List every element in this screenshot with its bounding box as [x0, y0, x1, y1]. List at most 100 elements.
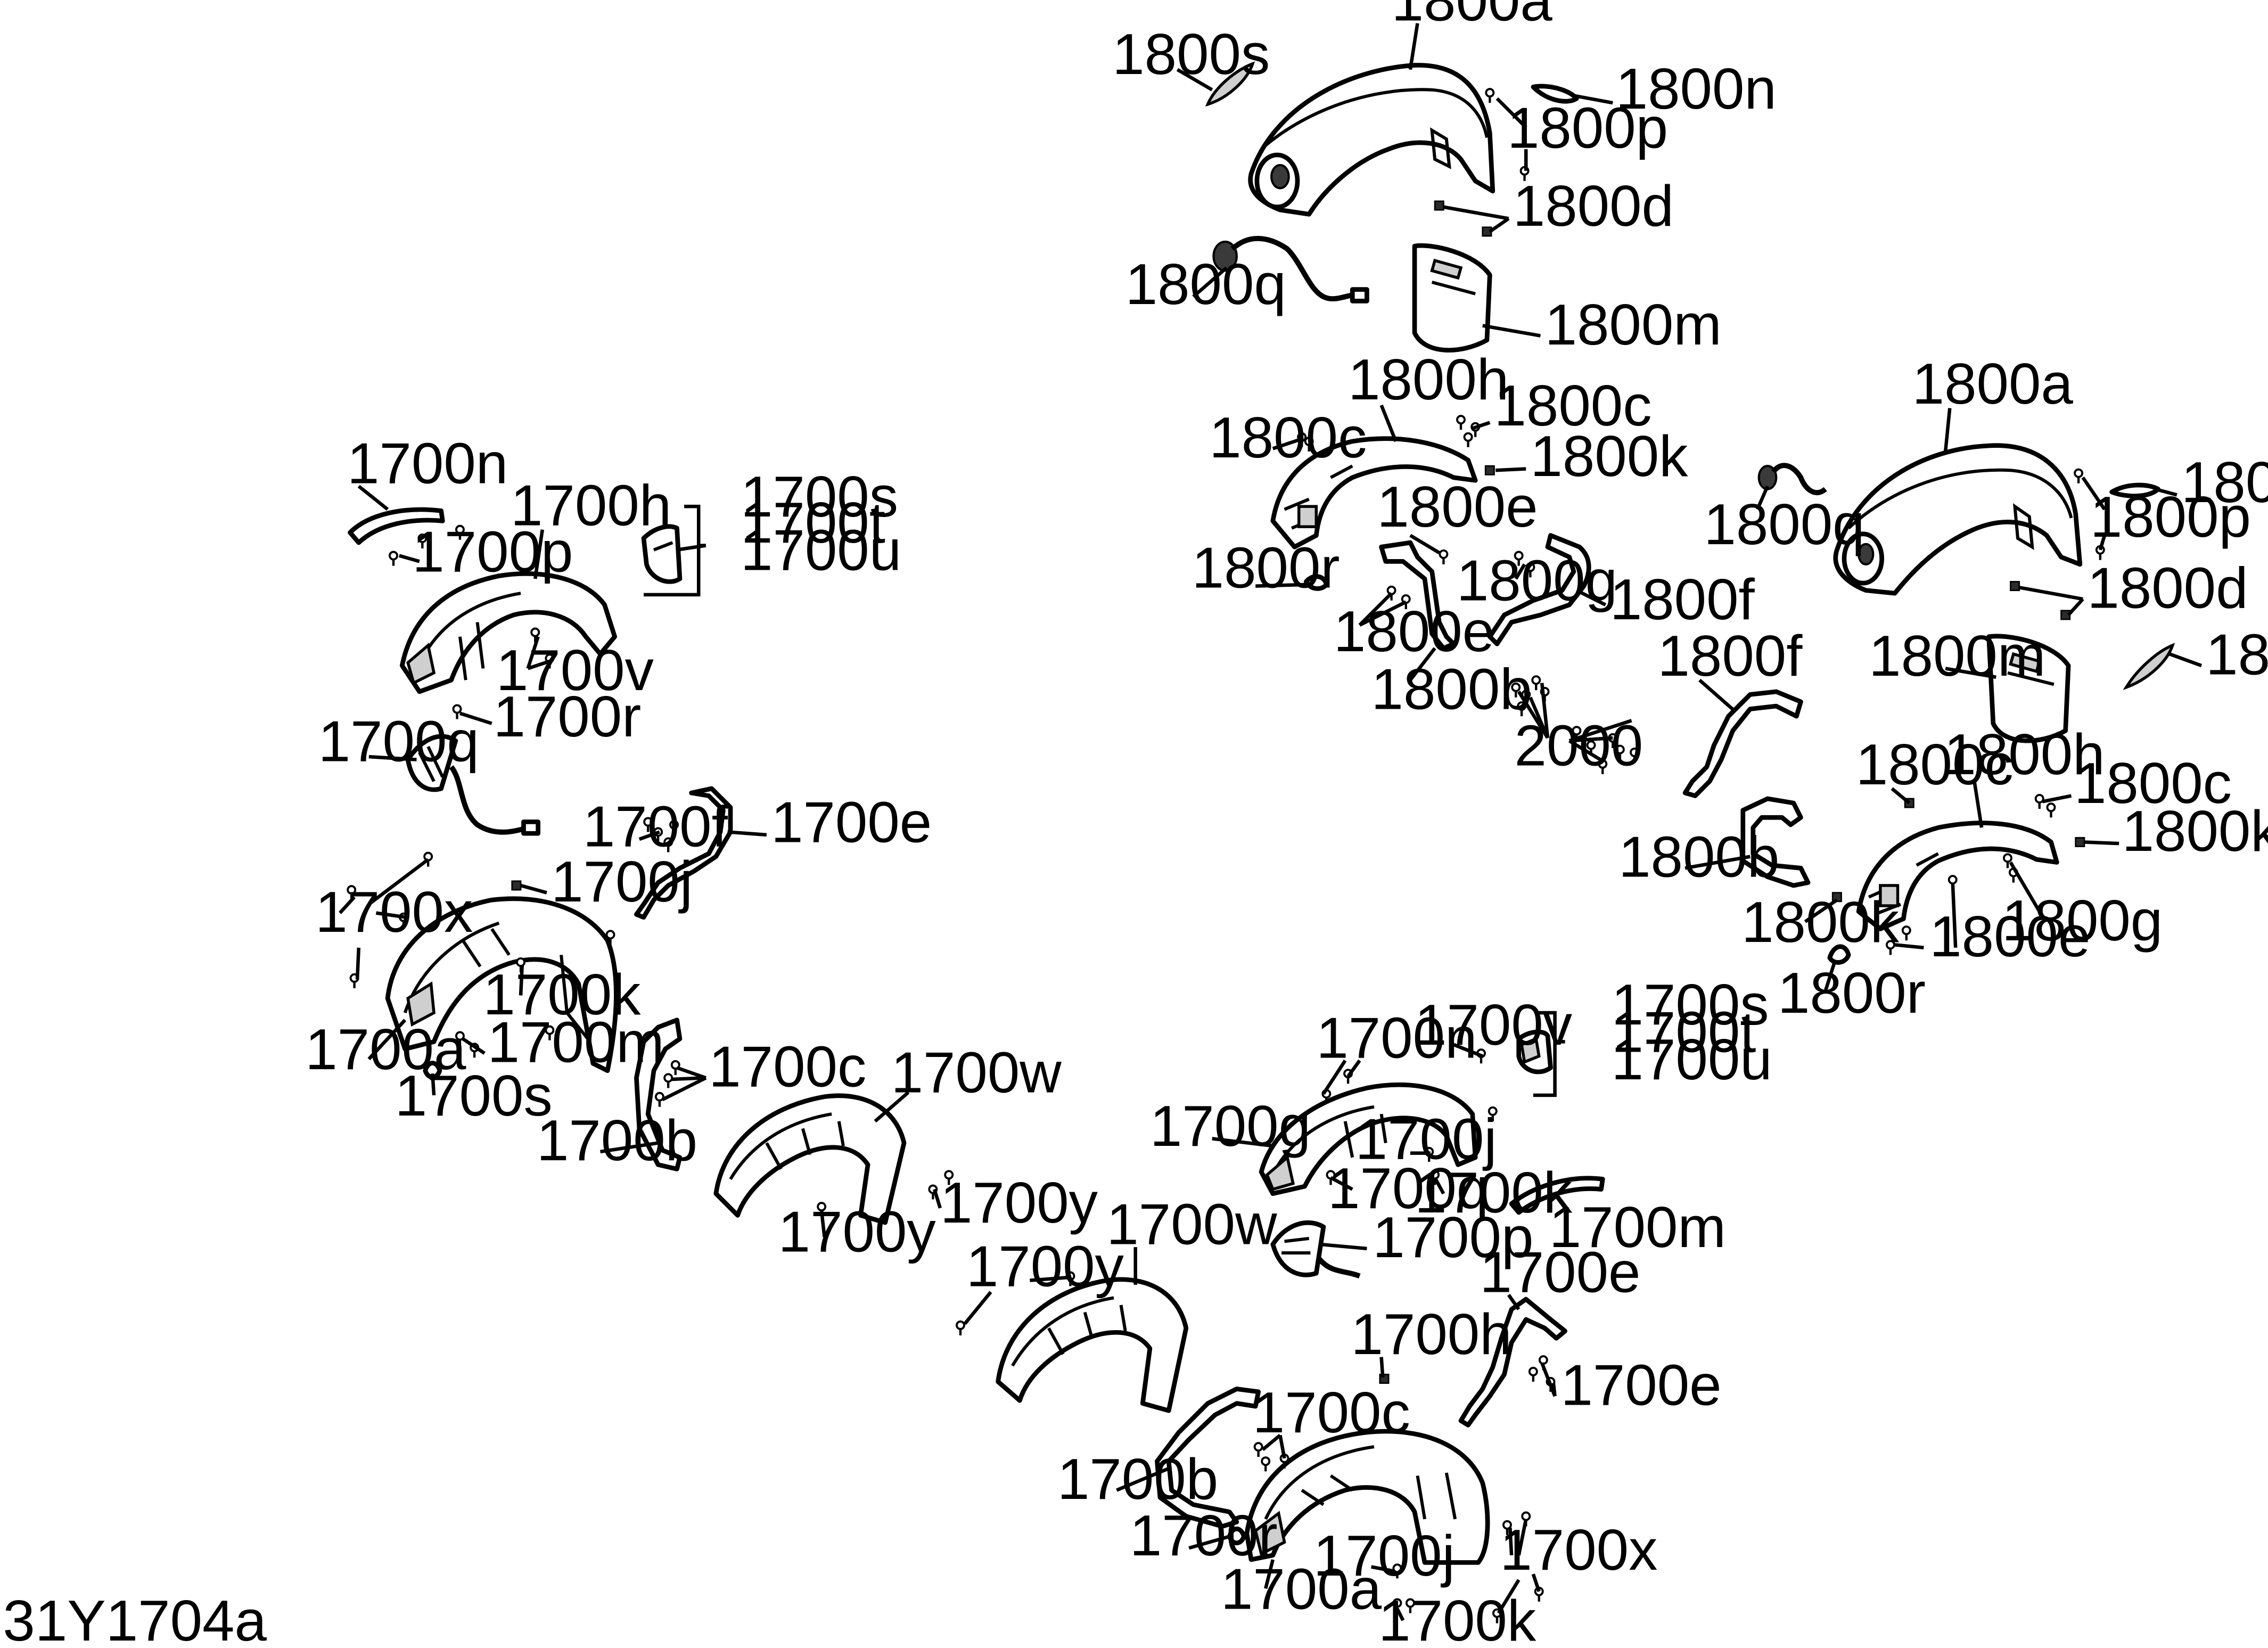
label-1800g: 1800g — [1457, 549, 1617, 613]
part-1800s-right-lens — [2123, 643, 2175, 690]
label-1800n: 1800n — [1616, 57, 1777, 121]
label-1700j: 1700j — [1313, 1524, 1455, 1588]
label-1700s: 1700s — [1612, 973, 1769, 1037]
label-1700e: 1700e — [1480, 1240, 1640, 1305]
label-1800e: 1800e — [1377, 475, 1538, 539]
part-1700w-left-liner — [713, 1093, 907, 1225]
label-1700t: 1700t — [741, 491, 885, 555]
part-1800b-right-bracket — [1740, 796, 1811, 888]
label-1800b: 1800b — [1371, 658, 1532, 722]
label-1800h: 1800h — [1348, 348, 1509, 412]
label-1700p: 1700p — [412, 520, 573, 584]
part-1700q-left-light — [405, 734, 541, 836]
label-1700x: 1700x — [315, 880, 473, 945]
label-1700j: 1700j — [551, 850, 693, 914]
figure-code: 31Y1704a — [3, 1589, 267, 1648]
label-1700s: 1700s — [395, 1064, 553, 1128]
label-1700m: 1700m — [1549, 1195, 1726, 1260]
label-1700r: 1700r — [1130, 1504, 1278, 1568]
label-1800p: 1800p — [2090, 485, 2251, 550]
label-1800a: 1800a — [1392, 0, 1553, 33]
part-1800m-right-panel — [1986, 634, 2071, 743]
label-1700c: 1700c — [1253, 1381, 1410, 1445]
part-1800r-mid-clip — [1303, 574, 1329, 591]
label-1700q: 1700q — [318, 709, 479, 774]
label-1700k: 1700k — [483, 963, 641, 1027]
label-1700p: 1700p — [1373, 1206, 1533, 1270]
part-1700r-right-clip — [1227, 1527, 1246, 1546]
part-1700h-left-fender — [399, 571, 618, 694]
label-1800p: 1800p — [1507, 96, 1668, 160]
label-1700t: 1700t — [1612, 1000, 1756, 1064]
part-1700a-left-fender — [385, 896, 619, 1073]
label-1800g: 1800g — [2002, 889, 2163, 953]
part-1800b-mid-bracket — [1379, 540, 1456, 651]
group-bracket-left — [643, 504, 706, 597]
label-1700f: 1700f — [583, 795, 728, 859]
label-2000: 2000 — [1515, 714, 1644, 778]
label-1800q: 1800q — [1704, 493, 1864, 557]
label-1800n: 1800n — [2181, 450, 2268, 515]
label-1700g: 1700g — [1150, 1094, 1311, 1159]
label-1800d: 1800d — [2087, 556, 2248, 620]
label-1700e: 1700e — [771, 790, 932, 855]
part-1700stu-right-lens — [1516, 1029, 1553, 1075]
part-1700g-right-fender — [1259, 1082, 1478, 1196]
label-1800c: 1800c — [1494, 374, 1651, 438]
label-1800s: 1800s — [2206, 622, 2268, 687]
label-1700u: 1700u — [741, 519, 901, 583]
part-1800h-mid-support — [1270, 436, 1478, 550]
label-1800f: 1800f — [1657, 624, 1803, 688]
part-1700e-left-bracket — [634, 786, 733, 920]
label-1700w: 1700w — [1106, 1193, 1277, 1257]
label-1800m: 1800m — [1545, 293, 1722, 357]
label-1800q: 1800q — [1125, 252, 1286, 317]
label-1800d: 1800d — [1513, 174, 1674, 239]
part-1700p-right-light — [1270, 1220, 1361, 1279]
label-1800k: 1800k — [1741, 890, 1900, 955]
part-1700e-right-bracket — [1458, 1297, 1567, 1428]
part-1800a-top-lid — [1248, 63, 1495, 217]
label-1700u: 1700u — [1612, 1028, 1772, 1092]
part-1700s-left-clip — [423, 1061, 442, 1080]
part-1700b-right-bracket — [1155, 1387, 1261, 1529]
label-1800c: 1800c — [1209, 406, 1367, 470]
label-1700n: 1700n — [1316, 1006, 1477, 1070]
label-1700m: 1700m — [488, 1010, 664, 1075]
part-1700b-left-bracket — [634, 1018, 683, 1171]
label-1800k: 1800k — [1530, 424, 1688, 489]
label-1700a: 1700a — [1221, 1557, 1382, 1621]
label-1800a: 1800a — [1912, 352, 2074, 416]
label-1800m: 1800m — [1869, 624, 2045, 688]
label-1700b: 1700b — [1057, 1447, 1218, 1512]
label-1800e: 1800e — [1929, 905, 2090, 969]
part-1700a-right-fender — [1244, 1429, 1490, 1565]
leader-lines — [339, 23, 2203, 1621]
part-1800s-top-lens — [1205, 61, 1255, 107]
part-1700stu-left-lens — [641, 524, 683, 584]
label-1800r: 1800r — [1778, 961, 1926, 1026]
label-1700s: 1700s — [741, 465, 898, 529]
label-1700y: 1700y — [778, 1200, 936, 1264]
part-1800r-right-clip — [1827, 944, 1851, 965]
label-1700b: 1700b — [537, 1109, 697, 1173]
label-1700q: 1700q — [1328, 1157, 1489, 1221]
label-1700w: 1700w — [891, 1040, 1062, 1105]
part-1800n-top-lens — [1531, 84, 1579, 104]
part-1800f-right-bracket — [1682, 689, 1803, 798]
label-1700a: 1700a — [305, 1018, 466, 1082]
label-1700c: 1700c — [709, 1035, 866, 1100]
label-1700y: 1700y — [940, 1171, 1098, 1235]
label-1700j: 1700j — [1355, 1107, 1497, 1171]
part-1800m-top-panel — [1412, 243, 1492, 352]
part-1800q-top-light — [1212, 236, 1369, 304]
label-1800s: 1800s — [1112, 22, 1270, 87]
label-1700h: 1700h — [511, 473, 671, 538]
label-1800e: 1800e — [1334, 600, 1494, 664]
part-1800f-mid-bracket — [1487, 533, 1591, 646]
label-1700k: 1700k — [1378, 1589, 1536, 1648]
label-1800k: 1800k — [2122, 799, 2268, 864]
label-1800h: 1800h — [1944, 723, 2105, 787]
label-1700e: 1700e — [1560, 1353, 1721, 1417]
label-1700v: 1700v — [1415, 993, 1572, 1057]
